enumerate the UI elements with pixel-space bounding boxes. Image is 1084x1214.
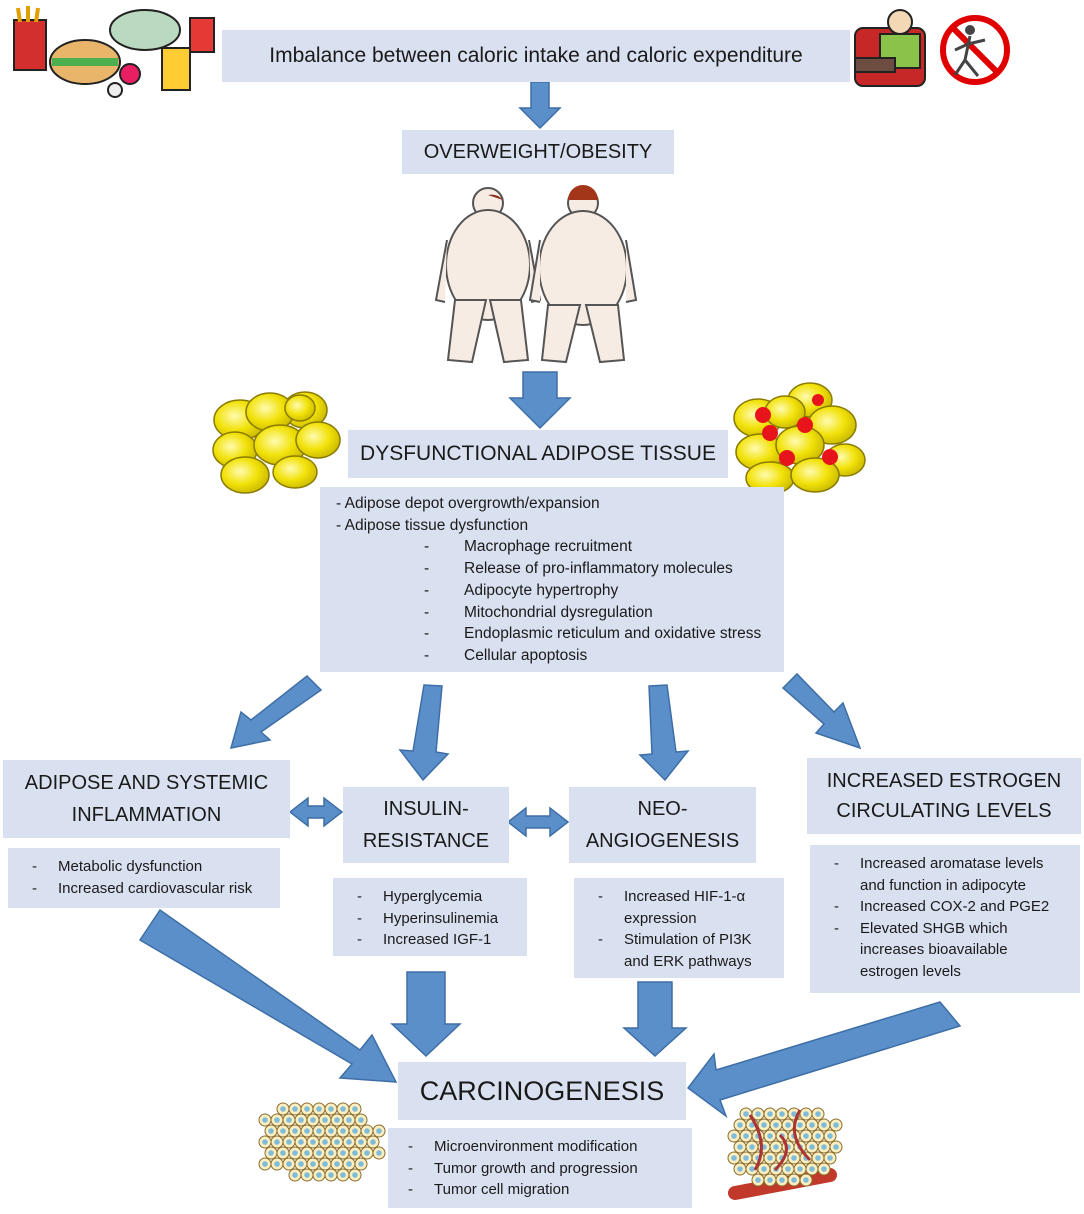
adipose-item: - Adipose depot overgrowth/expansion bbox=[336, 495, 600, 512]
estrogen-title-line1: INCREASED ESTROGEN bbox=[826, 770, 1062, 792]
inflammation-details: Metabolic dysfunction Increased cardiova… bbox=[8, 848, 280, 908]
sedentary-lifestyle-illustration bbox=[854, 9, 1010, 87]
arrow-inflammation-to-carcinogenesis bbox=[138, 908, 398, 1083]
carcinogenesis-box: CARCINOGENESIS bbox=[398, 1062, 686, 1120]
inflammation-item: Increased cardiovascular risk bbox=[22, 878, 266, 900]
insulin-item: Increased IGF-1 bbox=[347, 929, 513, 951]
inflammation-title-line1: ADIPOSE AND SYSTEMIC bbox=[24, 772, 269, 794]
estrogen-item: Increased COX-2 and PGE2 bbox=[824, 896, 1066, 918]
estrogen-box: INCREASED ESTROGEN CIRCULATING LEVELS bbox=[807, 758, 1081, 834]
overweight-obesity-label: OVERWEIGHT/OBESITY bbox=[423, 140, 653, 163]
adipose-item: - Adipose tissue dysfunction bbox=[336, 516, 529, 534]
adipose-subitem: -Mitochondrial dysregulation bbox=[424, 603, 653, 621]
obese-figures-illustration bbox=[434, 185, 638, 364]
carcinogenesis-item: Microenvironment modification bbox=[398, 1136, 678, 1158]
insulin-title-line1: INSULIN- bbox=[383, 798, 469, 820]
carcinogenesis-details: Microenvironment modification Tumor grow… bbox=[388, 1128, 692, 1208]
dysfunctional-adipose-label: DYSFUNCTIONAL ADIPOSE TISSUE bbox=[360, 442, 716, 465]
insulin-title-line2: RESISTANCE bbox=[362, 830, 490, 852]
adipose-subitem: -Adipocyte hypertrophy bbox=[424, 581, 619, 599]
dysfunctional-adipose-box: DYSFUNCTIONAL ADIPOSE TISSUE bbox=[348, 430, 728, 478]
carcinogenesis-item: Tumor growth and progression bbox=[398, 1158, 678, 1180]
arrow-neo-to-carcinogenesis bbox=[622, 981, 688, 1058]
inflammation-title-line2: INFLAMMATION bbox=[71, 804, 222, 826]
adipose-subitem: -Endoplasmic reticulum and oxidative str… bbox=[424, 625, 762, 643]
healthy-adipocyte-cluster bbox=[212, 391, 341, 494]
caloric-imbalance-banner: Imbalance between caloric intake and cal… bbox=[222, 30, 850, 82]
insulin-resistance-box: INSULIN- RESISTANCE bbox=[343, 787, 509, 863]
junk-food-illustration bbox=[13, 6, 215, 98]
caloric-imbalance-text: Imbalance between caloric intake and cal… bbox=[269, 44, 803, 67]
arrow-estrogen-to-carcinogenesis bbox=[686, 1001, 962, 1119]
inflammation-item: Metabolic dysfunction bbox=[22, 856, 266, 878]
arrow-adipose-to-neo bbox=[638, 684, 690, 782]
carcinogenesis-item: Tumor cell migration bbox=[398, 1179, 678, 1201]
adipose-subitem: -Macrophage recruitment bbox=[424, 538, 632, 556]
tumor-vascularized-illustration bbox=[727, 1107, 843, 1200]
adipose-subitem: -Release of pro-inflammatory molecules bbox=[424, 560, 733, 578]
flow-arrows bbox=[138, 81, 962, 1119]
adipose-subitem: -Cellular apoptosis bbox=[424, 646, 588, 664]
arrow-obesity-to-adipose bbox=[508, 371, 572, 430]
insulin-item: Hyperinsulinemia bbox=[347, 908, 513, 930]
estrogen-title-line2: CIRCULATING LEVELS bbox=[836, 800, 1052, 822]
arrow-insulin-neo bbox=[506, 806, 570, 838]
tumor-cells-illustration bbox=[258, 1102, 386, 1182]
dysfunctional-adipocyte-cluster bbox=[733, 382, 866, 495]
arrow-banner-to-obesity bbox=[518, 81, 562, 130]
neo-title-line2: ANGIOGENESIS bbox=[585, 830, 740, 852]
arrow-inflammation-insulin bbox=[288, 796, 344, 828]
arrow-adipose-to-estrogen bbox=[781, 672, 862, 750]
arrow-adipose-to-insulin bbox=[398, 684, 450, 782]
carcinogenesis-title: CARCINOGENESIS bbox=[419, 1075, 665, 1106]
neo-angiogenesis-box: NEO- ANGIOGENESIS bbox=[569, 787, 756, 863]
overweight-obesity-box: OVERWEIGHT/OBESITY bbox=[402, 130, 674, 174]
arrow-adipose-to-inflammation bbox=[229, 674, 323, 749]
inflammation-box: ADIPOSE AND SYSTEMIC INFLAMMATION bbox=[3, 760, 290, 838]
adipose-dysfunction-details: - Adipose depot overgrowth/expansion - A… bbox=[320, 487, 784, 672]
insulin-item: Hyperglycemia bbox=[347, 886, 513, 908]
arrow-insulin-to-carcinogenesis bbox=[390, 971, 462, 1058]
insulin-details: Hyperglycemia Hyperinsulinemia Increased… bbox=[333, 878, 527, 956]
neo-title-line1: NEO- bbox=[637, 798, 688, 820]
